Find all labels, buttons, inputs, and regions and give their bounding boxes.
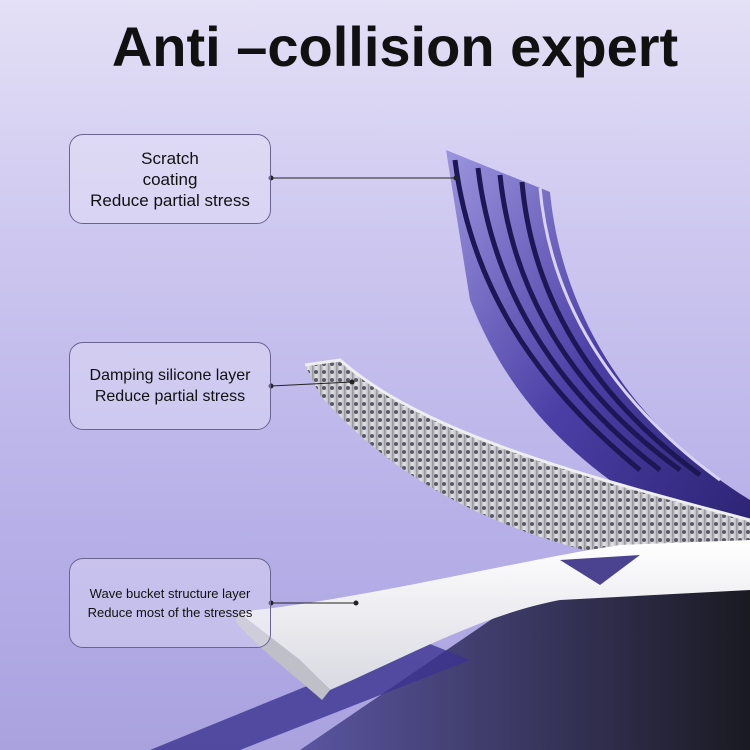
leader-line-2 (268, 379, 355, 389)
callout-wave-bucket: Wave bucket structure layer Reduce most … (69, 558, 271, 648)
page-title: Anti –collision expert (111, 15, 679, 78)
callout-line: Reduce partial stress (90, 190, 250, 210)
callout-line: Damping silicone layer (89, 367, 251, 384)
leader-line-1 (268, 175, 459, 181)
callout-damping-silicone: Damping silicone layer Reduce partial st… (69, 342, 271, 430)
callout-line: Scratch (141, 148, 199, 168)
callout-line: Reduce most of the stresses (87, 605, 253, 620)
phone-base (300, 560, 750, 750)
leader-line-3 (268, 600, 359, 606)
callout-line: Wave bucket structure layer (89, 586, 251, 601)
callout-line: Reduce partial stress (94, 388, 246, 405)
silicone-mesh-layer (304, 358, 750, 580)
purple-coating-layer (446, 150, 750, 560)
callout-line: coating (142, 169, 198, 189)
callout-scratch-coating: Scratch coating Reduce partial stress (69, 134, 271, 224)
